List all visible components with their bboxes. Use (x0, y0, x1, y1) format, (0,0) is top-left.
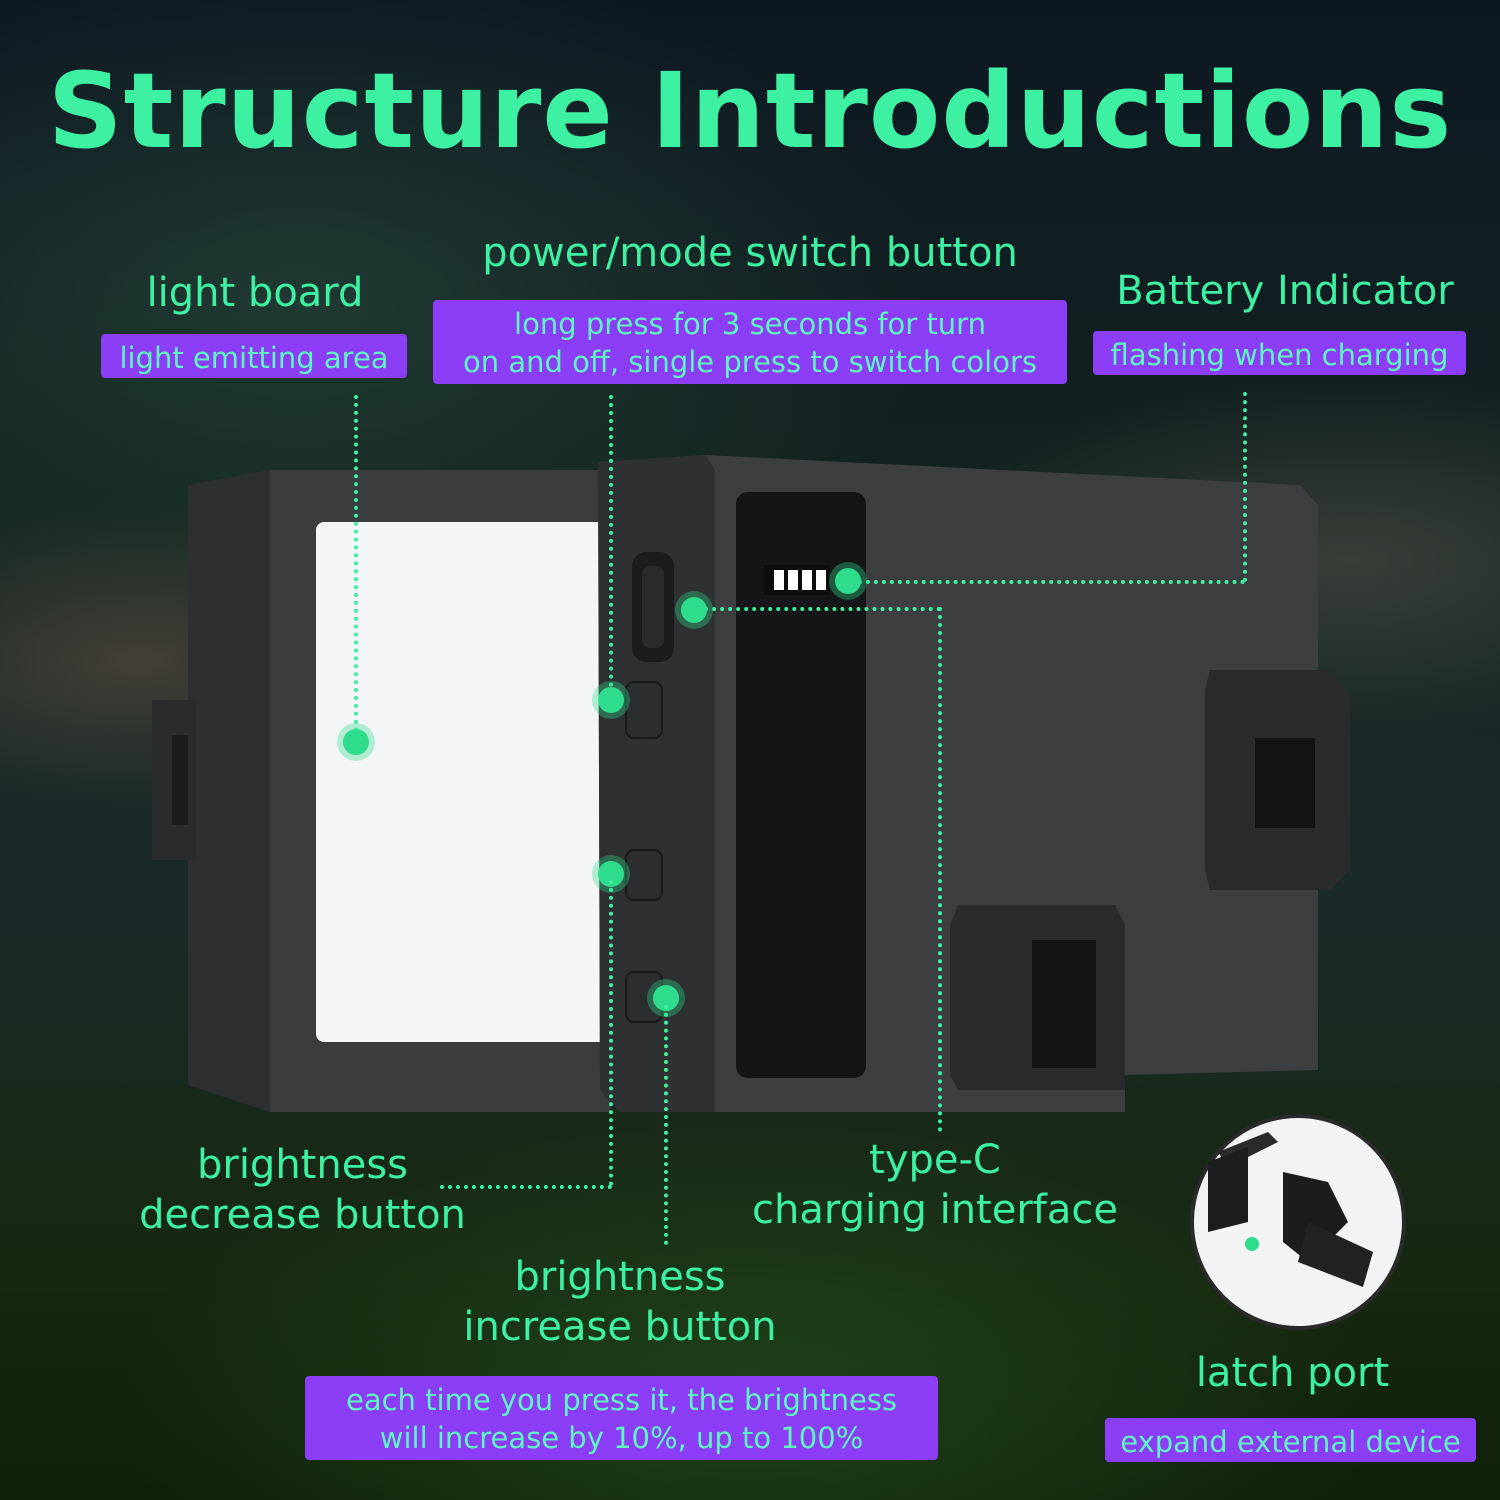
power-mode-note: long press for 3 seconds for turn on and… (433, 300, 1067, 384)
type-c-leader-vertical (938, 607, 942, 1132)
page-title: Structure Introductions (47, 50, 1453, 172)
power-mode-marker (598, 687, 624, 713)
type-c-label-line1: type-C (869, 1137, 1001, 1183)
power-mode-note-line2: on and off, single press to switch color… (463, 344, 1037, 379)
battery-indicator-note: flashing when charging (1093, 331, 1466, 375)
battery-leader-horizontal (850, 580, 1245, 584)
power-mode-note-line1: long press for 3 seconds for turn (514, 307, 986, 341)
battery-indicator-label: Battery Indicator (1116, 268, 1454, 314)
battery-indicator-panel (736, 492, 866, 1078)
decrease-leader-horizontal (440, 1185, 612, 1189)
type-c-label-line2: charging interface (752, 1187, 1118, 1233)
brightness-increase-label-line1: brightness (514, 1254, 726, 1300)
increase-leader (664, 1005, 668, 1245)
brightness-decrease-label-line1: brightness (196, 1142, 408, 1188)
light-board-note: light emitting area (101, 334, 407, 378)
brightness-increase-note-line2: will increase by 10%, up to 100% (379, 1420, 864, 1455)
light-board-marker (343, 729, 369, 755)
battery-leader-vertical (1243, 392, 1247, 582)
brightness-increase-note-line1: each time you press it, the brightness (345, 1383, 898, 1417)
power-mode-leader (609, 395, 613, 695)
light-board-leader (354, 395, 358, 740)
light-emitting-area (316, 522, 616, 1042)
latch-port-note: expand external device (1105, 1418, 1476, 1462)
battery-indicator-marker (835, 568, 861, 594)
latch-port-label: latch port (1195, 1350, 1390, 1396)
type-c-label: type-C charging interface (735, 1135, 1135, 1235)
brightness-decrease-button (625, 849, 663, 901)
latch-port-inset (1190, 1114, 1406, 1330)
brightness-decrease-label: brightness decrease button (125, 1140, 480, 1240)
brightness-decrease-label-line2: decrease button (139, 1192, 466, 1238)
light-board-label: light board (146, 270, 364, 316)
decrease-leader-vertical (609, 880, 613, 1186)
power-mode-button (625, 681, 663, 739)
brightness-increase-label: brightness increase button (420, 1252, 820, 1352)
brightness-increase-label-line2: increase button (463, 1304, 777, 1350)
type-c-leader-horizontal (696, 607, 941, 611)
brightness-increase-note: each time you press it, the brightness w… (305, 1376, 938, 1460)
power-mode-label: power/mode switch button (482, 230, 1018, 276)
type-c-marker (681, 597, 707, 623)
